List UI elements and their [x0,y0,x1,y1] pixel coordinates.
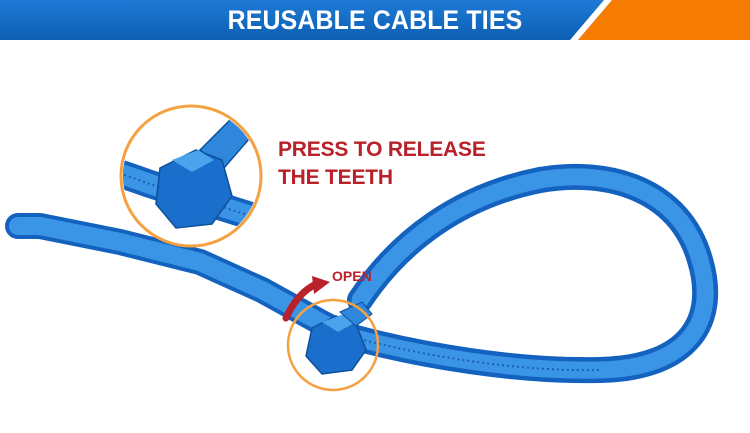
header-banner: REUSABLE CABLE TIES [0,0,750,40]
cable-tie-head [305,301,373,375]
release-instruction-line1: PRESS TO RELEASE [278,138,486,161]
banner-orange-accent [578,0,750,40]
open-highlight-circle [286,298,380,392]
release-instruction: PRESS TO RELEASE THE TEETH [278,136,486,192]
cable-tie-strap [5,163,719,384]
page-title: REUSABLE CABLE TIES [227,5,523,35]
open-label: OPEN [332,268,372,284]
release-instruction-line2: THE TEETH [278,166,393,189]
banner-divider-stripe [570,0,612,40]
zoom-detail-circle [119,104,263,248]
open-arrow-icon [282,276,330,322]
banner-background [0,0,750,40]
